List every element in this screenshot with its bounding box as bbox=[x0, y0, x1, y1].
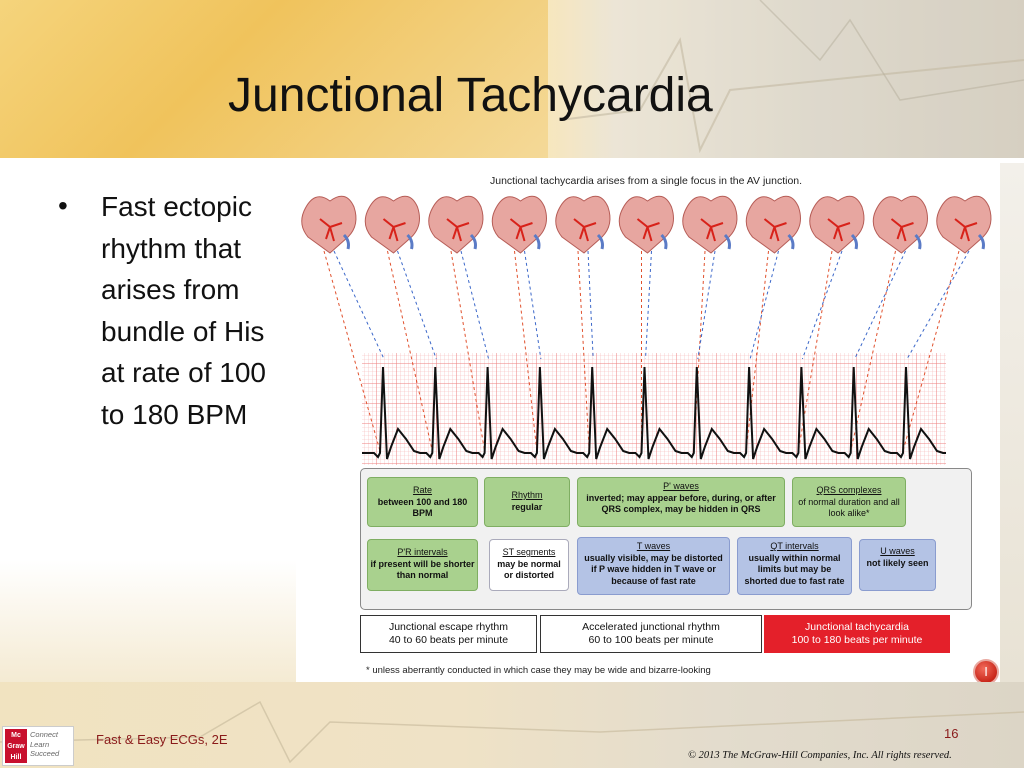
publisher-logo-tagline: Connect Learn Succeed bbox=[30, 730, 60, 758]
rate-box: Rate between 100 and 180 BPM bbox=[367, 477, 478, 527]
publisher-logo-mark: Mc Graw Hill bbox=[5, 729, 27, 763]
u-waves-title: U waves bbox=[880, 546, 915, 556]
u-waves-body: not likely seen bbox=[866, 557, 929, 568]
heart-icon bbox=[936, 195, 992, 254]
heart-icon bbox=[428, 195, 484, 254]
qt-title: QT intervals bbox=[770, 541, 819, 551]
rhythm-body: regular bbox=[511, 501, 543, 512]
slide-title: Junctional Tachycardia bbox=[228, 69, 713, 122]
conduction-arrow bbox=[902, 250, 960, 452]
ecg-grid bbox=[362, 353, 946, 465]
conduction-arrow bbox=[854, 250, 906, 360]
conduction-arrow bbox=[397, 250, 437, 360]
ecg-illustration bbox=[301, 195, 992, 465]
rhythm-box: Rhythm regular bbox=[484, 477, 570, 527]
left-background-fade bbox=[0, 560, 296, 682]
criteria-panel: Rate between 100 and 180 BPM Rhythm regu… bbox=[360, 468, 972, 610]
comparison-escape-name: Junctional escape rhythm bbox=[388, 621, 509, 633]
publisher-logo: Mc Graw Hill Connect Learn Succeed bbox=[2, 726, 74, 766]
heart-row bbox=[301, 195, 992, 254]
p-waves-box: P' waves inverted; may appear before, du… bbox=[577, 477, 785, 527]
qrs-box: QRS complexes of normal duration and all… bbox=[792, 477, 906, 527]
conduction-arrow bbox=[587, 250, 594, 360]
st-box: ST segments may be normal or distorted bbox=[489, 539, 569, 591]
heart-icon bbox=[809, 195, 865, 254]
ecg-trace bbox=[362, 366, 946, 460]
comparison-accelerated-name: Accelerated junctional rhythm bbox=[582, 621, 720, 633]
title-band: Junctional Tachycardia bbox=[0, 0, 1024, 158]
pr-body: if present will be shorter than normal bbox=[370, 558, 475, 581]
t-waves-body: usually visible, may be distorted if P w… bbox=[584, 552, 723, 586]
st-body: may be normal or distorted bbox=[497, 558, 561, 581]
conduction-arrow bbox=[645, 250, 652, 360]
comparison-tachycardia-name: Junctional tachycardia bbox=[805, 621, 909, 633]
heart-icon bbox=[745, 195, 801, 254]
heart-icon bbox=[872, 195, 928, 254]
heart-icon bbox=[301, 195, 357, 254]
qt-box: QT intervals usually within normal limit… bbox=[737, 537, 852, 595]
bullet-marker: • bbox=[58, 190, 68, 221]
copyright-notice: © 2013 The McGraw-Hill Companies, Inc. A… bbox=[688, 750, 952, 761]
t-waves-box: T waves usually visible, may be distorte… bbox=[577, 537, 730, 595]
heart-icon bbox=[555, 195, 611, 254]
bullet-text: Fast ectopic rhythm that arises from bun… bbox=[101, 191, 267, 430]
comparison-escape: Junctional escape rhythm 40 to 60 beats … bbox=[360, 615, 537, 653]
comparison-tachycardia: Junctional tachycardia 100 to 180 beats … bbox=[764, 615, 950, 653]
ecg-figure: Junctional tachycardia arises from a sin… bbox=[296, 163, 1000, 683]
conduction-arrow bbox=[850, 250, 896, 452]
page-number: 16 bbox=[944, 726, 959, 741]
footer-band bbox=[0, 682, 1024, 768]
conduction-arrow bbox=[749, 250, 779, 360]
heart-icon bbox=[682, 195, 738, 254]
footer-decoration bbox=[0, 700, 1024, 764]
st-title: ST segments bbox=[502, 547, 556, 557]
comparison-accelerated-range: 60 to 100 beats per minute bbox=[588, 634, 714, 646]
heart-icon bbox=[618, 195, 674, 254]
title-left-block bbox=[0, 0, 548, 158]
title-decoration bbox=[548, 0, 1024, 158]
t-waves-title: T waves bbox=[636, 541, 671, 551]
qrs-title: QRS complexes bbox=[816, 485, 882, 495]
conduction-arrow bbox=[906, 250, 970, 360]
rate-title: Rate bbox=[412, 485, 432, 495]
p-waves-title: P' waves bbox=[663, 481, 699, 491]
u-waves-box: U waves not likely seen bbox=[859, 539, 936, 591]
pr-box: P'R intervals if present will be shorter… bbox=[367, 539, 478, 591]
comparison-tachycardia-range: 100 to 180 beats per minute bbox=[791, 634, 923, 646]
qt-body: usually within normal limits but may be … bbox=[744, 552, 845, 586]
figure-footnote: * unless aberrantly conducted in which c… bbox=[366, 665, 711, 676]
comparison-escape-range: 40 to 60 beats per minute bbox=[388, 634, 509, 646]
heart-icon bbox=[491, 195, 547, 254]
qrs-body: of normal duration and all look alike* bbox=[798, 496, 900, 519]
conduction-arrow bbox=[323, 250, 381, 452]
comparison-accelerated: Accelerated junctional rhythm 60 to 100 … bbox=[540, 615, 762, 653]
conduction-arrow bbox=[450, 250, 486, 452]
conduction-arrow bbox=[333, 250, 385, 360]
conduction-arrow bbox=[524, 250, 542, 360]
conduction-arrow bbox=[801, 250, 843, 360]
right-background-fade bbox=[1000, 163, 1024, 683]
conduction-arrows bbox=[323, 250, 970, 452]
heart-icon bbox=[364, 195, 420, 254]
conduction-arrow bbox=[387, 250, 433, 452]
p-waves-body: inverted; may appear before, during, or … bbox=[586, 492, 776, 515]
rate-body: between 100 and 180 BPM bbox=[377, 496, 468, 519]
rhythm-title: Rhythm bbox=[511, 490, 543, 500]
footer-book-title: Fast & Easy ECGs, 2E bbox=[96, 732, 228, 747]
conduction-arrow bbox=[697, 250, 716, 360]
pr-title: P'R intervals bbox=[397, 547, 448, 557]
conduction-arrow bbox=[460, 250, 490, 360]
figure-caption: Junctional tachycardia arises from a sin… bbox=[490, 175, 803, 187]
